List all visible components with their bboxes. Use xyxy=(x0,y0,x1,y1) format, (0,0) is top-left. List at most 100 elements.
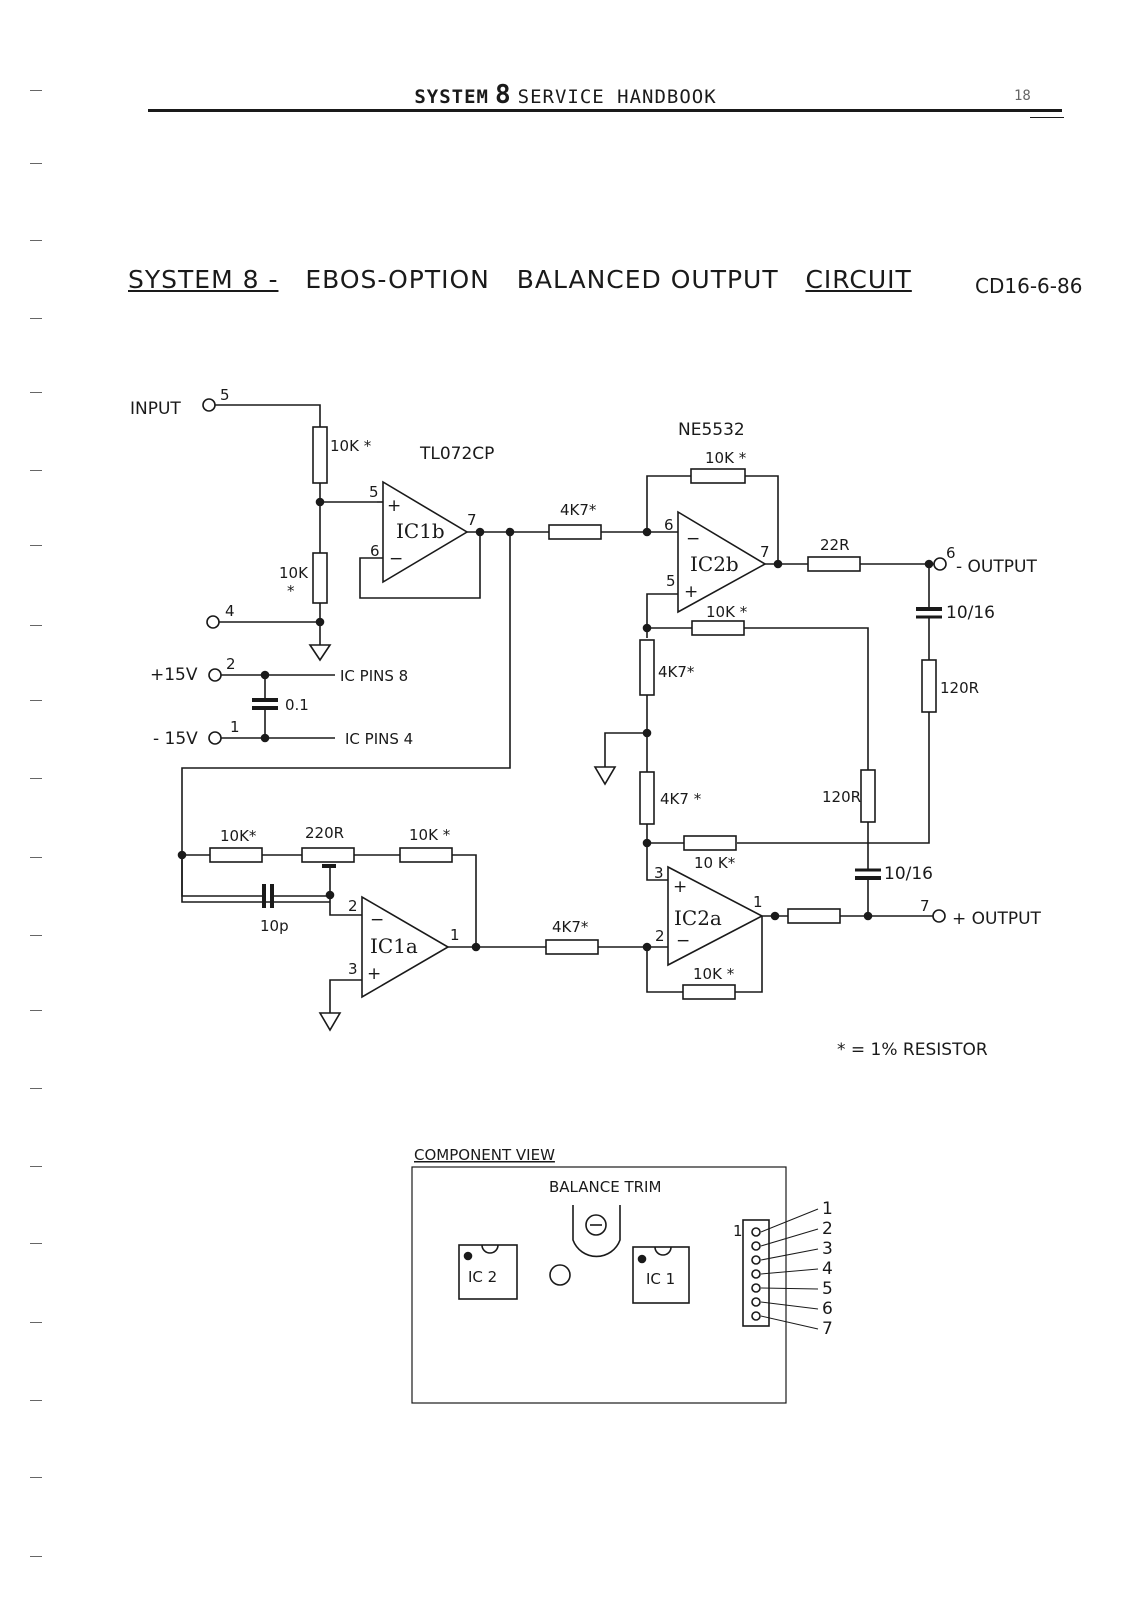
margin-tick xyxy=(30,857,42,858)
pin-number: 5 xyxy=(369,483,379,501)
resistor-label: 4K7* xyxy=(658,663,695,681)
resistor-ic2b-bias xyxy=(691,620,745,636)
connector-leader-line xyxy=(760,1301,819,1310)
input-terminal xyxy=(202,398,216,412)
resistor-22r xyxy=(807,556,861,572)
connector-pin-number: 4 xyxy=(822,1259,833,1279)
pin-number: 5 xyxy=(666,572,676,590)
component-view-title: COMPONENT VIEW xyxy=(414,1146,555,1164)
connector-leader-line xyxy=(760,1208,819,1233)
resistor-4k7-upper xyxy=(639,639,655,696)
pin-number: 3 xyxy=(654,864,664,882)
connector-pin xyxy=(751,1241,761,1251)
junction-dot xyxy=(770,911,780,921)
terminal-pin-number: 2 xyxy=(226,655,236,673)
header-rule xyxy=(148,109,1062,112)
wire xyxy=(646,947,683,993)
trim-pot-body xyxy=(572,1205,621,1258)
margin-tick xyxy=(30,935,42,936)
resistor-label: 10K * xyxy=(693,965,735,983)
opamp-label: IC2b xyxy=(690,552,739,576)
title-part-circuit: CIRCUIT xyxy=(805,265,912,294)
resistor-ic1a-feedback xyxy=(399,847,453,863)
connector-pin xyxy=(751,1255,761,1265)
ic2-package xyxy=(458,1244,518,1300)
drawing-title: SYSTEM 8 - EBOS-OPTION BALANCED OUTPUT C… xyxy=(128,265,911,294)
junction-dot xyxy=(471,942,481,952)
pin1-dot xyxy=(637,1254,647,1264)
input-pin-number: 5 xyxy=(220,386,230,404)
junction-dot xyxy=(260,733,270,743)
margin-tick xyxy=(30,1400,42,1401)
junction-dot xyxy=(325,890,335,900)
pin-number: 7 xyxy=(760,543,770,561)
pin-number: 6 xyxy=(664,516,674,534)
resistor-ic2a-input xyxy=(545,939,599,955)
connector-leader-line xyxy=(760,1228,819,1247)
supply-pos-label: +15V xyxy=(150,665,198,685)
margin-tick xyxy=(30,1166,42,1167)
wire xyxy=(744,627,869,770)
ic1-package-label: IC 1 xyxy=(646,1270,675,1288)
wire xyxy=(604,732,647,767)
opamp-part-number: TL072CP xyxy=(419,444,494,464)
title-part-system: SYSTEM 8 - xyxy=(128,265,279,294)
resistor-label: 10K * xyxy=(330,437,372,455)
opamp-triangle xyxy=(382,480,469,584)
capacitor-label: 10/16 xyxy=(884,864,933,884)
svg-text:+: + xyxy=(684,582,698,602)
balance-trim-label: BALANCE TRIM xyxy=(549,1178,661,1196)
terminal-pin-number: 1 xyxy=(230,718,240,736)
resistor-label: 10K * xyxy=(705,449,747,467)
connector-pin xyxy=(751,1269,761,1279)
connector-pins xyxy=(751,1227,761,1321)
ic-notch xyxy=(481,1244,499,1254)
resistor-4k7-lower xyxy=(639,771,655,825)
header-system-word: SYSTEM xyxy=(414,86,489,108)
title-part-balanced: BALANCED OUTPUT xyxy=(516,265,779,294)
margin-tick xyxy=(30,470,42,471)
resistor-label: 10K* xyxy=(220,827,257,845)
supply-section: +15V 2 IC PINS 8 0.1 - 15V 1 IC PINS 4 xyxy=(150,655,413,749)
wire xyxy=(737,712,930,844)
supply-pos-terminal xyxy=(208,668,222,682)
margin-tick xyxy=(30,90,42,91)
ic2-package-label: IC 2 xyxy=(468,1268,497,1286)
capacitor-0.1 xyxy=(252,698,278,710)
pot-label: 220R xyxy=(305,824,344,842)
connector-pin-number: 3 xyxy=(822,1239,833,1259)
opamp-label: IC1b xyxy=(396,519,445,543)
connector-pin xyxy=(751,1311,761,1321)
header-rule-tail xyxy=(1030,117,1064,118)
wire xyxy=(646,475,691,532)
capacitor-10p xyxy=(262,884,274,908)
ground-symbol xyxy=(318,1012,342,1032)
drawing-code: CD16-6-86 xyxy=(975,274,1083,298)
pin-number: 6 xyxy=(370,542,380,560)
wire xyxy=(329,979,362,1013)
svg-text:−: − xyxy=(389,549,403,569)
wire xyxy=(181,532,511,903)
terminal-pin-number: 7 xyxy=(920,897,930,915)
ic-pins-4-label: IC PINS 4 xyxy=(345,730,413,748)
output-pos-terminal xyxy=(932,909,946,923)
svg-text:+: + xyxy=(367,964,381,984)
wire xyxy=(181,855,264,897)
resistor-legend: * = 1% RESISTOR xyxy=(837,1040,988,1060)
margin-tick xyxy=(30,625,42,626)
resistor-input-series xyxy=(312,426,328,484)
svg-text:−: − xyxy=(370,910,384,930)
junction-dot xyxy=(773,559,783,569)
potentiometer-220r xyxy=(301,847,355,863)
resistor-label: 10K * xyxy=(409,826,451,844)
resistor-label: 22R xyxy=(820,536,850,554)
svg-text:+: + xyxy=(673,877,687,897)
svg-text:−: − xyxy=(676,931,690,951)
connector-pin-number: 6 xyxy=(822,1299,833,1319)
opamp-ic2b-section: 4K7* NE5532 10K * IC2b − + 6 5 7 22R 6 -… xyxy=(548,420,1037,916)
opamp-ic1a-section: 10K* 220R 10K * 10p IC1a − + 2 3 1 xyxy=(177,824,668,1032)
supply-neg-terminal xyxy=(208,731,222,745)
resistor-label: 120R xyxy=(822,788,861,806)
